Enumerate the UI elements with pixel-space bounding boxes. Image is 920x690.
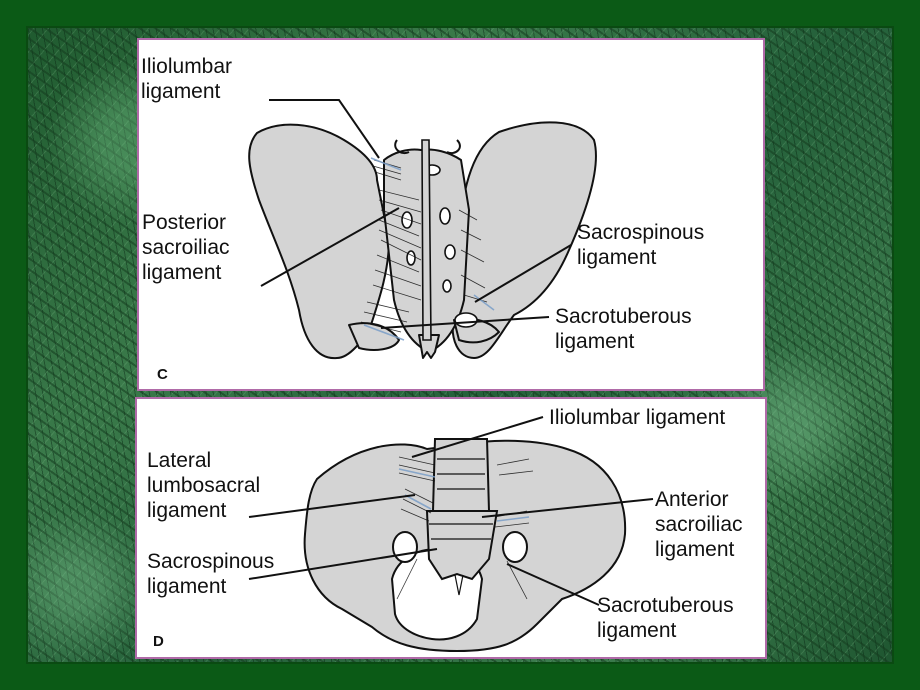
sacrum-front bbox=[425, 510, 499, 581]
label-sacrospinous-ligament-c: Sacrospinous ligament bbox=[577, 221, 705, 269]
label-posterior-sacroiliac-ligament-c: Posterior sacroiliac ligament bbox=[142, 211, 230, 284]
label-sacrotuberous-ligament-d: Sacrotuberous ligament bbox=[597, 594, 734, 642]
pelvis-anterior-illustration bbox=[248, 416, 654, 652]
panel-letter-d: D bbox=[153, 633, 164, 650]
label-sacrospinous-ligament-d: Sacrospinous ligament bbox=[147, 550, 275, 598]
pelvis-posterior-illustration bbox=[248, 99, 597, 360]
label-sacrotuberous-ligament-c: Sacrotuberous ligament bbox=[555, 305, 692, 353]
panel-c-posterior-view: Iliolumbar ligament Posterior sacroiliac… bbox=[137, 38, 765, 391]
label-lateral-lumbosacral-ligament-d: Lateral lumbosacral ligament bbox=[147, 449, 261, 522]
label-iliolumbar-ligament-d: Iliolumbar ligament bbox=[549, 406, 726, 429]
left-ilium-bone bbox=[248, 123, 390, 360]
label-iliolumbar-ligament-c: Iliolumbar ligament bbox=[141, 55, 233, 103]
median-sacral-crest bbox=[421, 139, 432, 341]
panel-letter-c: C bbox=[157, 366, 168, 383]
lumbar-vertebra bbox=[431, 438, 491, 512]
leader-lines-d bbox=[248, 416, 654, 606]
label-anterior-sacroiliac-ligament-d: Anterior sacroiliac ligament bbox=[655, 488, 743, 561]
ligament-fibers bbox=[360, 159, 488, 333]
panel-d-anterior-view: Iliolumbar ligament Lateral lumbosacral … bbox=[135, 397, 767, 659]
leader-lines bbox=[260, 99, 572, 329]
